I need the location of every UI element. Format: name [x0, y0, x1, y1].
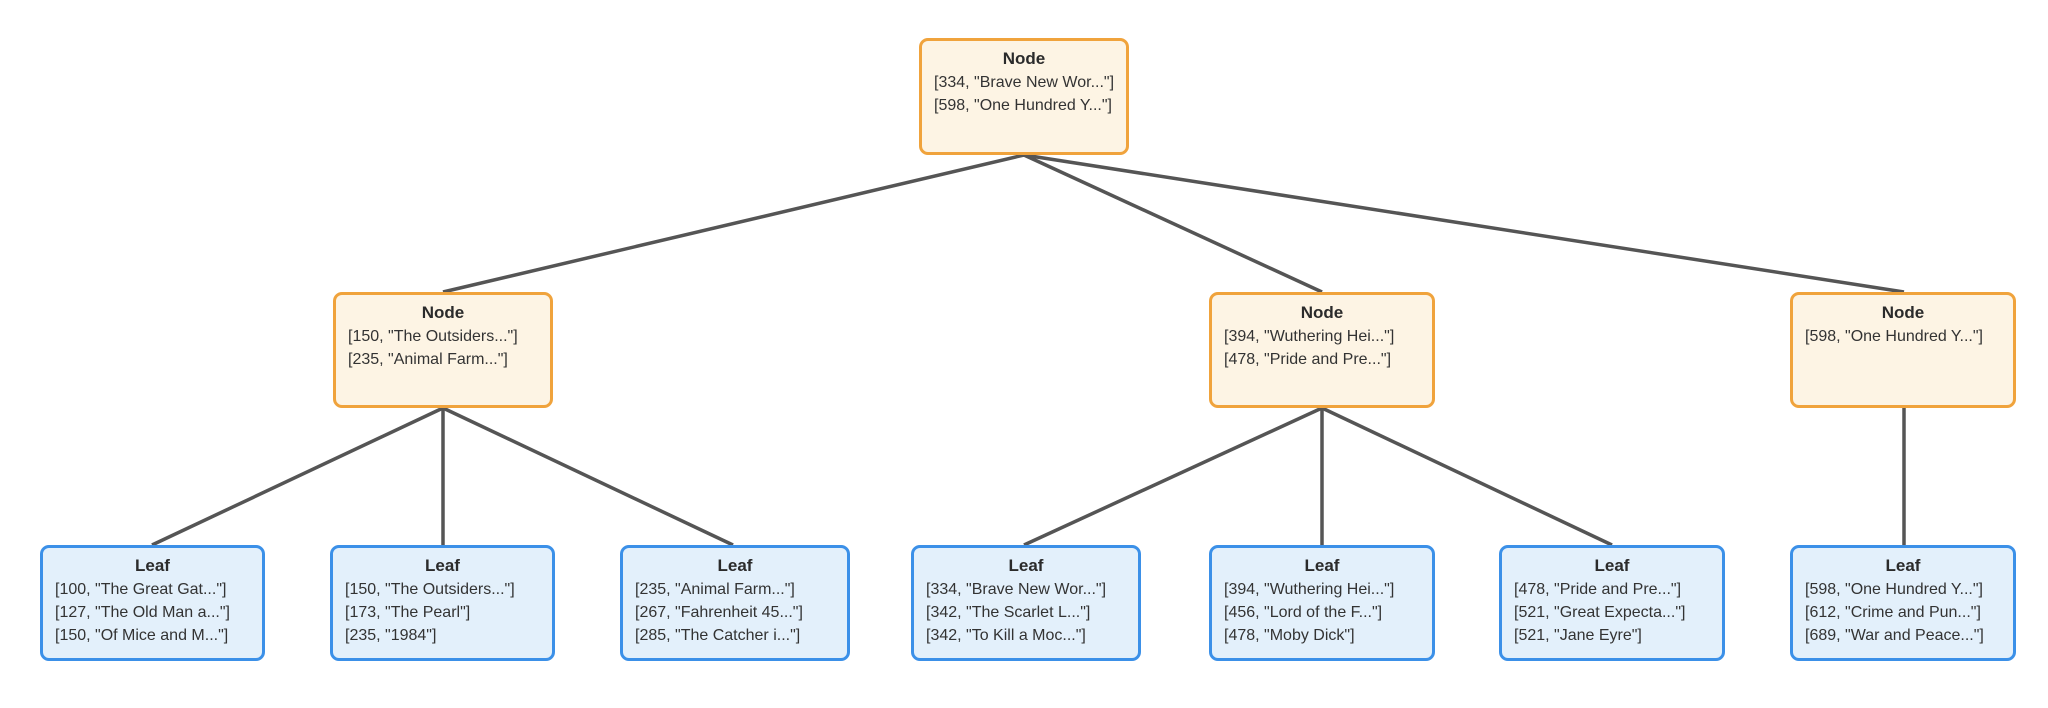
leaf-node-4-entry: [342, "To Kill a Moc..."]: [926, 627, 1086, 644]
leaf-node-4-title: Leaf: [1008, 556, 1044, 575]
leaf-node-4-entry: [342, "The Scarlet L..."]: [926, 604, 1091, 621]
leaf-node-2-entry: [150, "The Outsiders..."]: [345, 581, 515, 598]
leaf-node-3-entry: [235, "Animal Farm..."]: [635, 581, 795, 598]
leaf-node-1-entry: [100, "The Great Gat..."]: [55, 581, 227, 598]
leaf-node-4-entry: [334, "Brave New Wor..."]: [926, 581, 1107, 598]
leaf-node-2-entry: [235, "1984"]: [345, 627, 437, 644]
internal-node-1[interactable]: Node [150, "The Outsiders..."] [235, "An…: [333, 292, 553, 408]
edge-node1-leaf1: [151, 406, 444, 547]
edge-root-node3: [1023, 153, 1905, 294]
root-to-node-edges: [442, 153, 1905, 294]
leaf-node-6[interactable]: Leaf [478, "Pride and Pre..."] [521, "Gr…: [1499, 545, 1725, 661]
leaf-node-6-entry: [521, "Jane Eyre"]: [1514, 627, 1642, 644]
leaf-node-5[interactable]: Leaf [394, "Wuthering Hei..."] [456, "Lo…: [1209, 545, 1435, 661]
leaf-node-5-entry: [478, "Moby Dick"]: [1224, 627, 1355, 644]
node-to-leaf-edges: [151, 406, 1906, 547]
leaf-node-2-title: Leaf: [425, 556, 460, 575]
leaf-node-5-title: Leaf: [1304, 556, 1340, 575]
edge-node2-leaf6: [1321, 406, 1613, 547]
leaf-node-3-entry: [285, "The Catcher i..."]: [635, 627, 801, 644]
internal-node-1-entry: [235, "Animal Farm..."]: [348, 351, 508, 368]
leaf-node-1[interactable]: Leaf [100, "The Great Gat..."] [127, "Th…: [40, 545, 265, 661]
leaf-node-2[interactable]: Leaf [150, "The Outsiders..."] [173, "Th…: [330, 545, 555, 661]
leaf-node-3-title: Leaf: [717, 556, 753, 575]
leaf-node-1-entry: [127, "The Old Man a..."]: [55, 604, 230, 621]
edge-root-node2: [1023, 153, 1323, 294]
leaf-node-1-title: Leaf: [135, 556, 170, 575]
leaf-node-6-title: Leaf: [1594, 556, 1630, 575]
internal-node-1-title: Node: [421, 303, 465, 322]
root-node-title: Node: [1002, 49, 1046, 68]
internal-node-1-entry: [150, "The Outsiders..."]: [348, 328, 518, 345]
leaf-node-3[interactable]: Leaf [235, "Animal Farm..."] [267, "Fahr…: [620, 545, 850, 661]
leaf-node-3-entry: [267, "Fahrenheit 45..."]: [635, 604, 803, 621]
leaf-node-4[interactable]: Leaf [334, "Brave New Wor..."] [342, "Th…: [911, 545, 1141, 661]
leaf-node-5-entry: [456, "Lord of the F..."]: [1224, 604, 1383, 621]
edge-node2-leaf4: [1023, 406, 1323, 547]
root-node-entry: [334, "Brave New Wor..."]: [934, 74, 1115, 91]
leaf-node-7-entry: [689, "War and Peace..."]: [1805, 627, 1984, 644]
leaf-node-5-entry: [394, "Wuthering Hei..."]: [1224, 581, 1395, 598]
root-node-entry: [598, "One Hundred Y..."]: [934, 97, 1112, 114]
internal-node-2-entry: [478, "Pride and Pre..."]: [1224, 351, 1392, 368]
leaf-node-1-entry: [150, "Of Mice and M..."]: [55, 627, 229, 644]
internal-node-2-title: Node: [1300, 303, 1344, 322]
internal-node-2[interactable]: Node [394, "Wuthering Hei..."] [478, "Pr…: [1209, 292, 1435, 408]
leaf-node-7[interactable]: Leaf [598, "One Hundred Y..."] [612, "Cr…: [1790, 545, 2016, 661]
internal-node-2-entry: [394, "Wuthering Hei..."]: [1224, 328, 1395, 345]
edge-node1-leaf3: [442, 406, 734, 547]
root-node[interactable]: Node [334, "Brave New Wor..."] [598, "On…: [919, 38, 1129, 155]
internal-node-3-entry: [598, "One Hundred Y..."]: [1805, 328, 1983, 345]
leaf-node-2-entry: [173, "The Pearl"]: [345, 604, 471, 621]
leaf-node-7-entry: [612, "Crime and Pun..."]: [1805, 604, 1981, 621]
leaf-node-6-entry: [521, "Great Expecta..."]: [1514, 604, 1686, 621]
leaf-node-6-entry: [478, "Pride and Pre..."]: [1514, 581, 1682, 598]
internal-node-3[interactable]: Node [598, "One Hundred Y..."]: [1790, 292, 2016, 408]
leaf-node-7-title: Leaf: [1885, 556, 1921, 575]
edge-root-node1: [442, 153, 1025, 294]
leaf-node-7-entry: [598, "One Hundred Y..."]: [1805, 581, 1983, 598]
internal-node-3-title: Node: [1881, 303, 1925, 322]
